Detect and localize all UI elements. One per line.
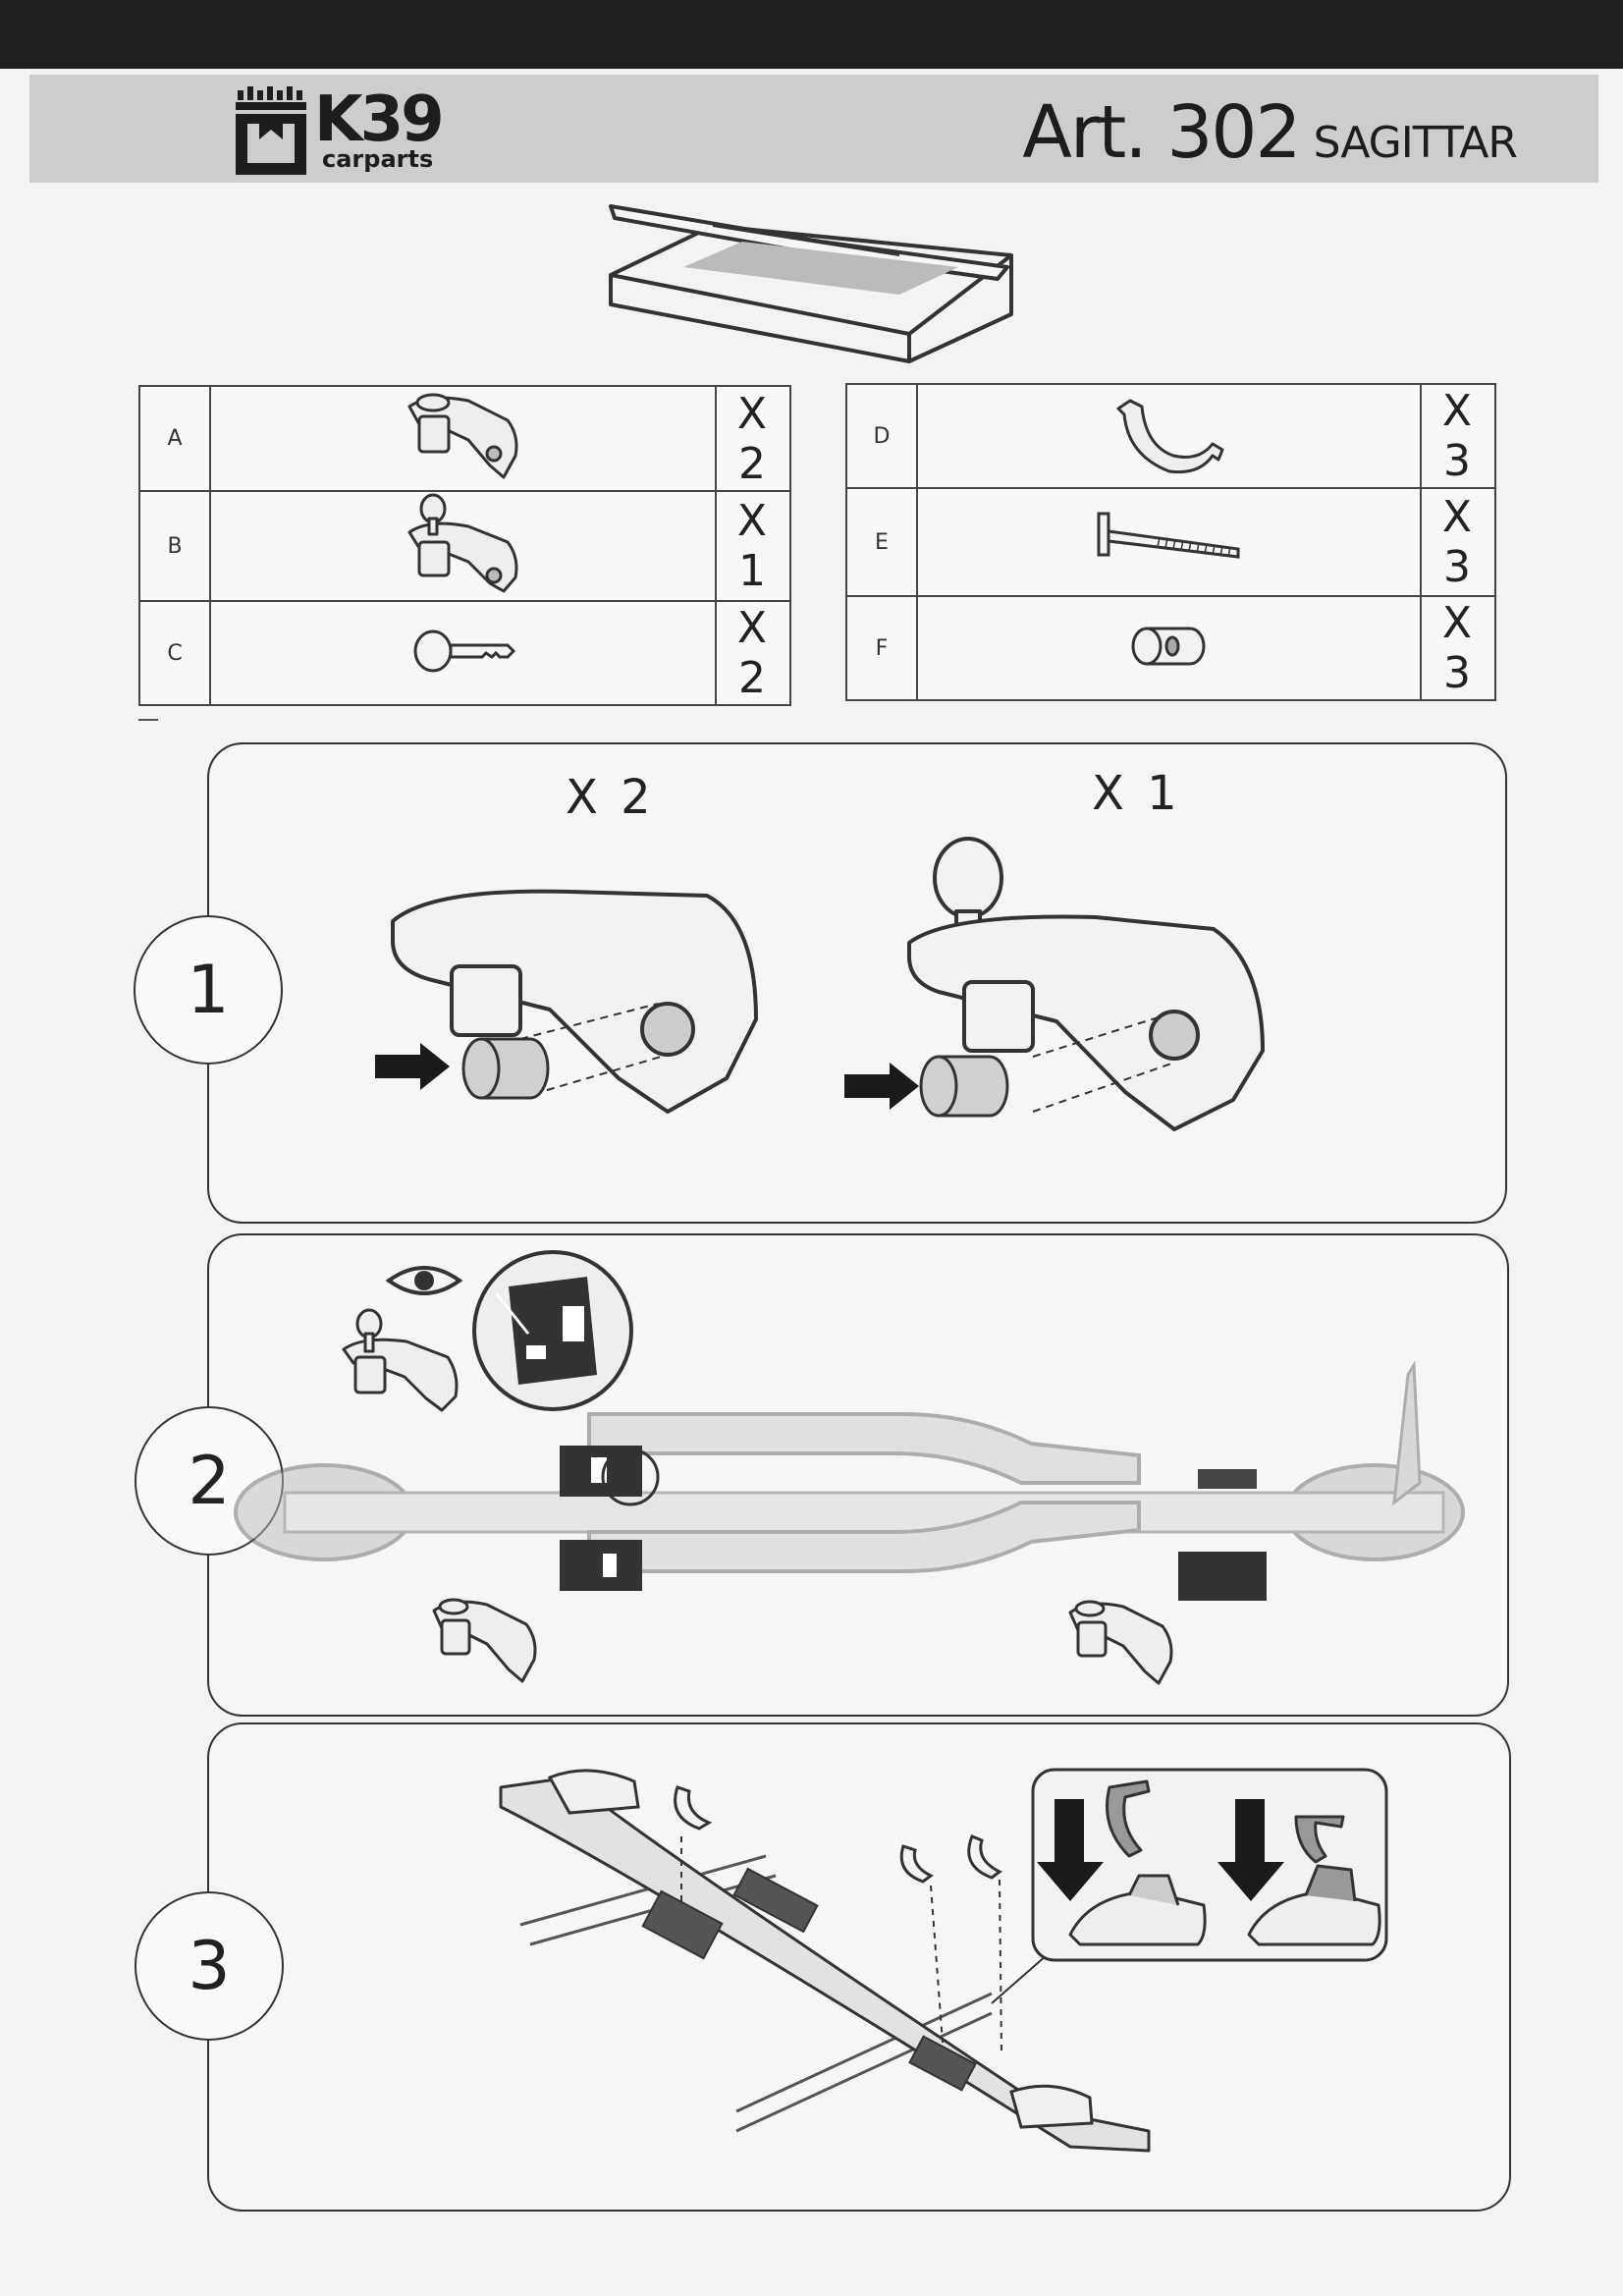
u-bracket-icon — [1116, 399, 1223, 473]
arrow-down-icon — [1217, 1799, 1284, 1901]
part-row-c: C X 2 — [138, 600, 791, 706]
logo-text: K39 — [314, 83, 445, 156]
part-image — [209, 600, 717, 706]
part-quantity: X 3 — [1420, 487, 1496, 597]
box-icon — [609, 204, 1013, 363]
part-row-b: B X 1 — [138, 490, 791, 602]
top-bar — [0, 0, 1623, 69]
barrel-nut-icon — [1131, 627, 1205, 665]
product-name: SAGITTAR — [1313, 118, 1518, 168]
article-number: Art. 302 — [1022, 90, 1301, 175]
part-row-d: D X 3 — [845, 383, 1496, 489]
bike-carrier-mounting-illustration — [499, 1769, 1151, 2153]
arrow-down-icon — [1037, 1799, 1104, 1901]
part-image — [916, 595, 1422, 701]
parts-table-left: A X 2 B — [138, 385, 791, 706]
arrow-right-icon — [375, 1043, 450, 1090]
bracket-detail-illustration — [1031, 1768, 1388, 1962]
part-quantity: X 2 — [715, 600, 791, 706]
part-quantity: X 3 — [1420, 383, 1496, 489]
part-letter: C — [138, 600, 211, 706]
arrow-right-icon — [844, 1063, 919, 1110]
part-image — [916, 487, 1422, 597]
locking-clamp-icon — [407, 493, 517, 592]
clamp-icon — [407, 393, 517, 479]
parts-table-right: D X 3 E X 3 — [845, 383, 1496, 701]
part-letter: E — [845, 487, 918, 597]
part-letter: F — [845, 595, 918, 701]
part-letter: D — [845, 383, 918, 489]
step-panel-1 — [207, 742, 1507, 1224]
part-letter: B — [138, 490, 211, 602]
part-letter: A — [138, 385, 211, 492]
brand-logo: K39 carparts — [234, 84, 479, 179]
step-number-3: 3 — [135, 1891, 284, 2041]
step-number-1: 1 — [134, 915, 283, 1065]
logo-subtext: carparts — [322, 145, 434, 173]
part-image — [209, 385, 717, 492]
step-panel-2 — [207, 1233, 1509, 1717]
bike-carrier-topview-illustration — [234, 1359, 1465, 1601]
part-quantity: X 1 — [715, 490, 791, 602]
small-locking-clamp-illustration — [342, 1308, 459, 1412]
t-bolt-icon — [1097, 512, 1239, 559]
eye-icon — [385, 1266, 463, 1295]
step-1-qty-right: X 1 — [1092, 766, 1181, 821]
part-row-a: A X 2 — [138, 385, 791, 492]
clamp-a-illustration-right — [1068, 1600, 1173, 1685]
part-image — [209, 490, 717, 602]
divider — [138, 719, 158, 721]
clamp-assembly-illustration — [375, 889, 758, 1114]
part-row-f: F X 3 — [845, 595, 1496, 701]
part-quantity: X 2 — [715, 385, 791, 492]
key-icon — [413, 629, 515, 672]
step-1-qty-left: X 2 — [566, 770, 655, 825]
part-image — [916, 383, 1422, 489]
crown-icon — [236, 86, 306, 175]
locking-clamp-assembly-illustration — [844, 837, 1265, 1131]
part-quantity: X 3 — [1420, 595, 1496, 701]
clamp-a-illustration-left — [432, 1598, 537, 1683]
detail-zoom-illustration — [472, 1250, 633, 1411]
part-row-e: E X 3 — [845, 487, 1496, 597]
